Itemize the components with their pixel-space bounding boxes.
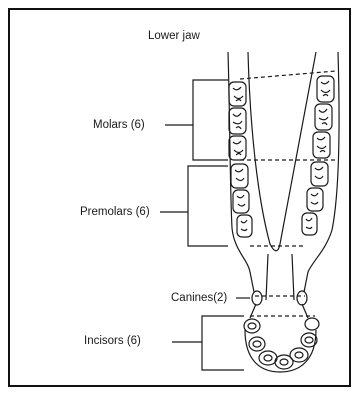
diagram-title: Lower jaw [148, 30, 200, 42]
molars-label: Molars (6) [93, 119, 145, 131]
right-molars [313, 76, 334, 158]
premolars-bracket [160, 166, 228, 246]
left-molars [229, 82, 246, 160]
canines [252, 291, 307, 305]
division-lines [240, 71, 336, 316]
premolars-label: Premolars (6) [80, 206, 150, 218]
incisors-label: Incisors (6) [84, 335, 141, 347]
incisors-bracket [172, 316, 244, 370]
incisors [244, 318, 319, 372]
canines-label: Canines(2) [171, 292, 227, 304]
left-premolars [231, 164, 252, 237]
molars-bracket [165, 80, 228, 160]
right-premolars [302, 162, 328, 235]
